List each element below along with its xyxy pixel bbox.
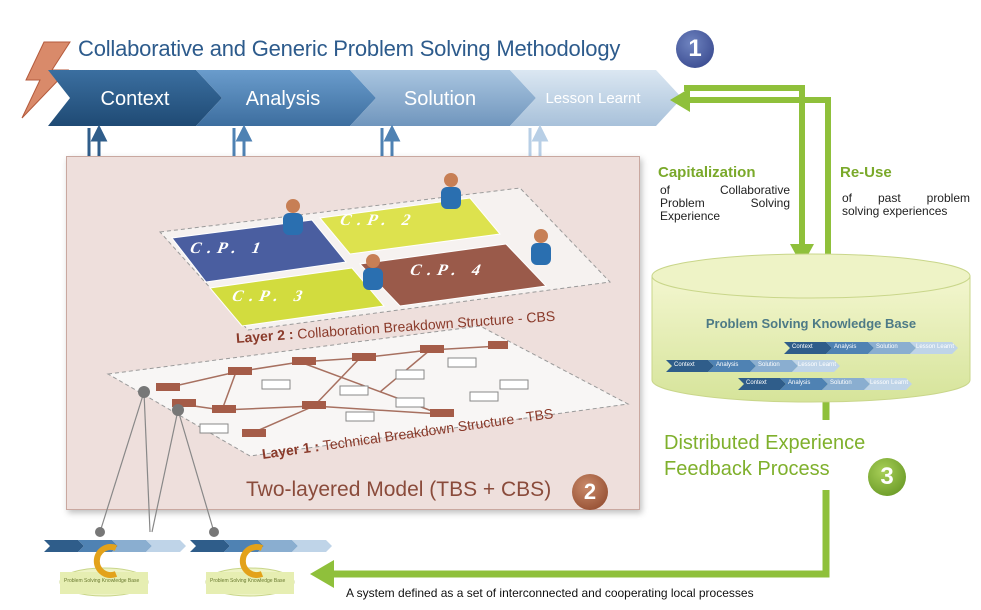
tbs-network (156, 341, 529, 437)
lightning-icon (21, 41, 71, 119)
loop-c-icon (239, 544, 264, 578)
distribution-arrowhead (310, 560, 334, 588)
reuse-arrow (688, 97, 831, 262)
capitalization-arrow (684, 85, 805, 248)
reuse-heading: Re-Use (840, 164, 892, 181)
loop-c-icon (93, 544, 118, 578)
kb-mini-chevrons (666, 342, 958, 390)
kb-mini-lesson: Lesson Learnt (798, 362, 837, 368)
kb-mini-lesson: Lesson Learnt (916, 344, 955, 350)
kb-mini-context: Context (792, 344, 813, 350)
kb-mini-analysis: Analysis (788, 380, 811, 386)
diagram-title: Collaborative and Generic Problem Solvin… (78, 36, 621, 61)
step-lesson-label: Lesson Learnt (545, 90, 641, 107)
kb-mini-analysis: Analysis (716, 362, 739, 368)
badge-two: 2 (572, 474, 608, 510)
local-process-links (99, 391, 215, 533)
step-context-label: Context (100, 88, 170, 110)
cp-label-4: C.P. 4 (407, 262, 490, 279)
badge-three: 3 (868, 458, 906, 496)
local-kb-label-2: Problem Solving Knowledge Base (210, 578, 286, 584)
cp-tile-3 (209, 267, 385, 327)
local-process-1 (44, 540, 186, 597)
kb-mini-context: Context (746, 380, 767, 386)
chevron-analysis (196, 70, 376, 126)
local-kb-label-1: Problem Solving Knowledge Base (64, 578, 140, 584)
kb-mini-solution: Solution (758, 362, 780, 368)
kb-mini-lesson: Lesson Learnt (870, 380, 909, 386)
cp-label-3: C.P. 3 (229, 288, 312, 305)
chevron-context (48, 70, 222, 126)
distribution-arrow (330, 400, 830, 578)
distributed-process-label: Distributed Experience Feedback Process (664, 432, 866, 480)
cp-tile-4 (358, 243, 548, 307)
chevron-solution (350, 70, 536, 126)
person-icon (283, 199, 303, 235)
person-icon (531, 229, 551, 265)
kb-mini-analysis: Analysis (834, 344, 857, 350)
kb-mini-context: Context (674, 362, 695, 368)
badge-one: 1 (676, 30, 714, 68)
kb-mini-solution: Solution (830, 380, 852, 386)
person-icon (441, 173, 461, 209)
model-caption: Two-layered Model (TBS + CBS) (246, 478, 552, 501)
cp-tile-2 (319, 197, 501, 255)
capitalization-heading: Capitalization (658, 164, 756, 181)
cp-tile-1 (171, 219, 347, 283)
person-icon (363, 254, 383, 290)
reuse-arrowhead (670, 88, 690, 112)
cp-label-1: C.P. 1 (187, 240, 270, 257)
footnote: A system defined as a set of interconnec… (346, 586, 754, 600)
step-solution-label: Solution (403, 88, 477, 110)
step-analysis-label: Analysis (245, 88, 321, 110)
capitalization-text: of Collaborative Problem Solving Experie… (660, 183, 790, 223)
knowledge-base-title: Problem Solving Knowledge Base (705, 316, 917, 331)
chevron-lesson-learnt (510, 70, 682, 126)
kb-mini-solution: Solution (876, 344, 898, 350)
reuse-text: of past problem solving experiences (842, 191, 970, 218)
local-process-2 (190, 540, 332, 597)
cp-label-2: C.P. 2 (337, 212, 420, 229)
